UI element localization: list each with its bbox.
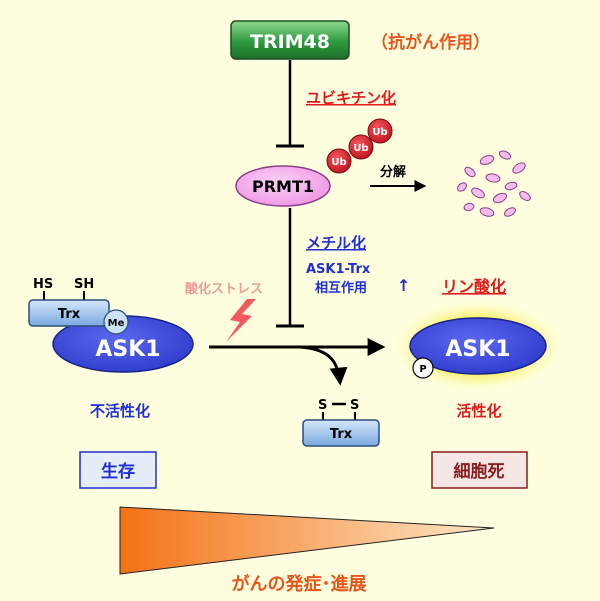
s2-label: S (350, 398, 359, 413)
sh-label: SH (74, 277, 94, 292)
survival-label: 生存 (101, 461, 135, 482)
inactive-label: 不活性化 (90, 402, 150, 420)
hs-label: HS (33, 277, 53, 292)
ub-1: Ub (331, 157, 346, 168)
prmt1-label: PRMT1 (252, 177, 314, 196)
phosphorylation-label: リン酸化 (442, 277, 506, 296)
trim48-node: TRIM48 (230, 20, 350, 60)
ubiquitin-chain: Ub Ub Ub (326, 118, 393, 174)
prmt1-node: PRMT1 (235, 165, 331, 207)
trx-left-label: Trx (58, 307, 81, 322)
cell-death-box: 細胞死 (431, 451, 528, 489)
trim48-label: TRIM48 (250, 31, 330, 53)
s1-label: S (318, 398, 327, 413)
survival-box: 生存 (79, 451, 157, 489)
phospho-label: P (419, 364, 426, 375)
degradation-fragments (457, 150, 531, 217)
oxidative-stress-label: 酸化ストレス (185, 281, 263, 297)
cell-death-label: 細胞死 (454, 461, 505, 482)
ub-2: Ub (353, 143, 368, 154)
lightning-icon (226, 299, 256, 342)
ask1-left-label: ASK1 (95, 337, 160, 362)
active-label: 活性化 (456, 402, 501, 420)
inactive-complex: HS SH ASK1 Trx Me (28, 277, 194, 373)
interaction-line1: ASK1-Trx (306, 262, 371, 277)
ub-3: Ub (372, 127, 387, 138)
methylation-label: メチル化 (306, 234, 366, 252)
trx-release-arrow (299, 345, 348, 386)
released-trx: S S Trx (302, 398, 380, 447)
interaction-increase-arrow: ↑ (397, 276, 410, 295)
progression-wedge (119, 506, 495, 575)
anticancer-note: （抗がん作用） (371, 32, 490, 53)
degradation-label: 分解 (380, 164, 406, 180)
progression-label: がんの発症･進展 (232, 573, 368, 595)
active-ask1: ASK1 P (388, 298, 568, 394)
ask1-right-label: ASK1 (445, 337, 510, 362)
trx-released-label: Trx (330, 427, 353, 442)
me-label: Me (108, 318, 125, 329)
ubiquitination-label: ユビキチン化 (306, 89, 396, 107)
interaction-line2: 相互作用 (315, 280, 367, 296)
